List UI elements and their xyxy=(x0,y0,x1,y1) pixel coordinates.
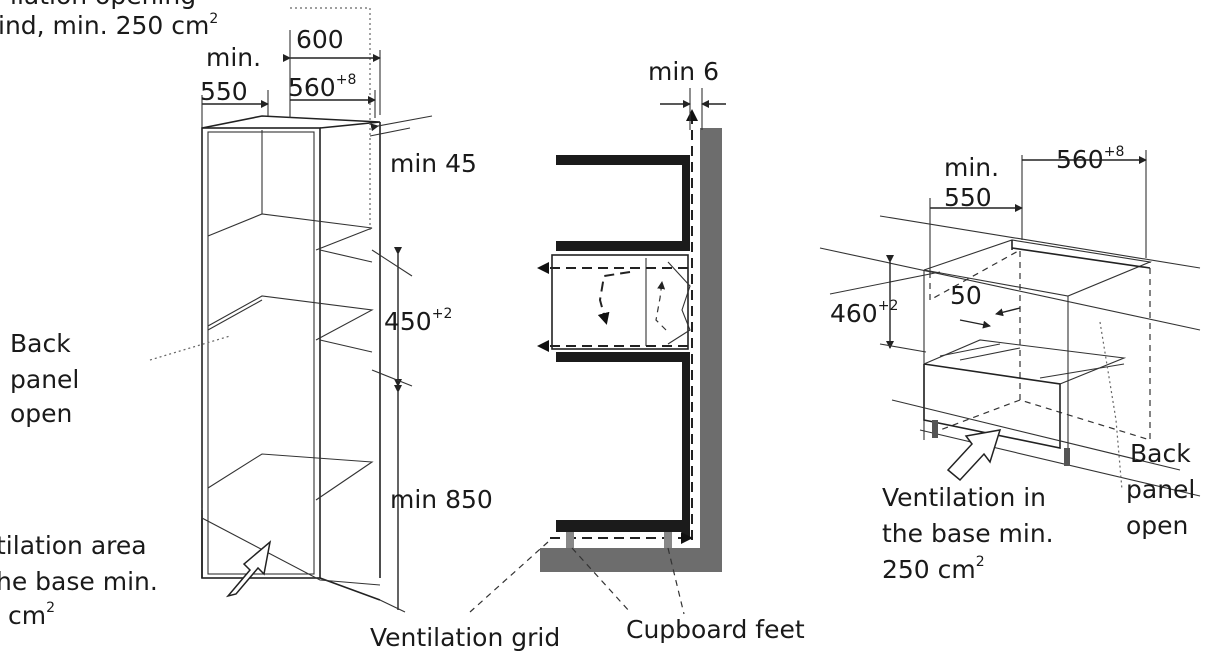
oven-box xyxy=(551,254,689,350)
vent-area-3: cm2 xyxy=(8,600,55,630)
min-label-left: min. xyxy=(206,43,261,72)
dim-560-right: 560+8 xyxy=(1056,144,1124,174)
back-panel-left-2: panel xyxy=(10,365,79,394)
back-panel-left-3: open xyxy=(10,399,72,428)
vent-grid-leader xyxy=(469,541,549,613)
dim-550-right: 550 xyxy=(944,183,992,212)
vent-top-text-2: ind, min. 250 cm2 xyxy=(0,11,218,40)
min-6: min 6 xyxy=(648,57,719,86)
side-section xyxy=(469,88,726,615)
min-label-right: min. xyxy=(944,153,999,182)
dim-560-left: 560+8 xyxy=(288,72,356,102)
feet-leader-2 xyxy=(667,547,685,615)
min-45: min 45 xyxy=(390,149,477,178)
cupboard-feet-label: Cupboard feet xyxy=(626,615,805,644)
vent-inlet-arrow-left xyxy=(225,540,272,598)
back-panel-right-3: open xyxy=(1126,511,1188,540)
back-panel-leader xyxy=(149,335,231,361)
tall-cabinet xyxy=(149,7,381,601)
drawer xyxy=(923,363,1061,449)
vent-base-2: the base min. xyxy=(882,519,1054,548)
vent-area-2: he base min. xyxy=(0,567,158,596)
left-dimensions xyxy=(201,30,433,613)
back-panel-right-1: Back xyxy=(1130,439,1191,468)
dim-50: 50 xyxy=(950,281,982,310)
vent-area-1: tilation area xyxy=(0,531,147,560)
dim-600: 600 xyxy=(296,25,344,54)
min-850: min 850 xyxy=(390,485,493,514)
dim-550-left: 550 xyxy=(200,77,248,106)
vent-base-1: Ventilation in xyxy=(882,483,1046,512)
under-counter-cabinet xyxy=(819,150,1201,497)
vent-top-text-1: ilation opening xyxy=(10,0,196,10)
dim-460: 460+2 xyxy=(830,298,898,328)
dim-450: 450+2 xyxy=(384,306,452,336)
wall xyxy=(540,128,722,572)
ventilation-grid-label: Ventilation grid xyxy=(370,623,560,652)
vent-base-3: 250 cm2 xyxy=(882,554,985,584)
vent-inlet-arrow-right xyxy=(946,429,1002,482)
vent-top-leader xyxy=(290,7,371,230)
feet-leader-1 xyxy=(571,547,631,613)
back-panel-right-2: panel xyxy=(1126,475,1195,504)
back-panel-left-1: Back xyxy=(10,329,71,358)
